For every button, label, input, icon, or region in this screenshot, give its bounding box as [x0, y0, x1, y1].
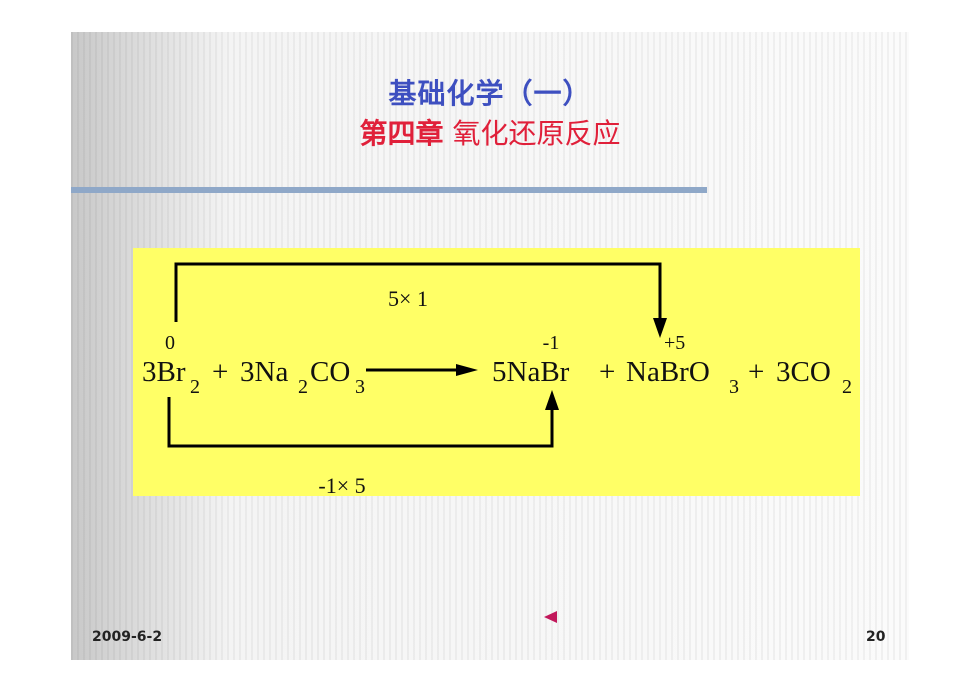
- ox-state-nabr: -1: [543, 332, 560, 354]
- lower-factor: -1× 5: [318, 473, 365, 498]
- term-co: CO: [310, 356, 350, 388]
- sub-na2: 2: [298, 376, 308, 398]
- term-co2: 3CO: [776, 356, 831, 388]
- title-divider: [71, 187, 707, 193]
- term-br2: 3Br: [142, 356, 186, 388]
- chapter-title: 氧化还原反应: [452, 117, 621, 150]
- sub-br2: 2: [190, 376, 200, 398]
- chapter-label: 第四章: [359, 117, 444, 150]
- reaction-arrow: [366, 364, 478, 376]
- ox-state-br2: 0: [165, 332, 175, 354]
- sub-co2: 2: [842, 376, 852, 398]
- lower-transfer-bracket: [167, 390, 559, 448]
- footer-date: 2009-6-2: [92, 629, 163, 645]
- upper-factor: 5× 1: [388, 286, 428, 311]
- right-arrow-icon: [456, 364, 478, 376]
- course-title: 基础化学（一）: [388, 77, 592, 110]
- chapter-heading: 第四章 氧化还原反应: [0, 112, 980, 152]
- chemical-equation: 3Br 2 + 3Na 2 CO 3 5NaBr + NaBrO 3 + 3CO…: [142, 356, 852, 398]
- up-arrow-icon: [545, 390, 559, 410]
- page-number: 20: [866, 629, 886, 645]
- term-nabro: NaBrO: [626, 356, 710, 388]
- equation-panel: [133, 248, 860, 496]
- sub-nabro3: 3: [729, 376, 739, 398]
- previous-slide-icon[interactable]: [544, 611, 557, 623]
- plus-2: +: [599, 356, 615, 388]
- plus-1: +: [212, 356, 228, 388]
- term-na: 3Na: [240, 356, 288, 388]
- down-arrow-icon: [653, 318, 667, 338]
- ox-state-nabro3: +5: [664, 332, 685, 354]
- plus-3: +: [748, 356, 764, 388]
- upper-transfer-bracket: [174, 262, 667, 338]
- term-nabr: 5NaBr: [492, 356, 570, 388]
- sub-o3: 3: [355, 376, 365, 398]
